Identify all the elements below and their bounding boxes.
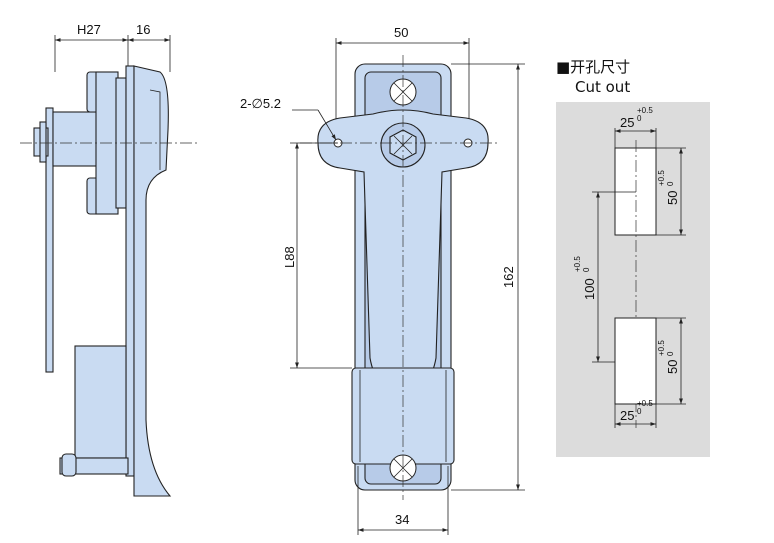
top-height-label: 50 [665, 191, 680, 205]
l88-label: L88 [282, 246, 297, 268]
h27-label: H27 [77, 22, 101, 37]
thickness-label: 16 [136, 22, 150, 37]
top-cutout-opening [614, 147, 657, 236]
bottom-width-label: 34 [395, 512, 409, 527]
lower-lock-body [74, 345, 127, 459]
cutout-section: ■开孔尺寸 Cut out 25 +0.5 0 50 +0.5 0 100 +0… [556, 58, 710, 457]
bottom-bracket [59, 457, 129, 475]
bottom-width-label: 25 [620, 408, 634, 423]
top-height-tol-upper: +0.5 [657, 170, 666, 186]
spacing-tol-upper: +0.5 [573, 256, 582, 272]
hole-leader-arrow [317, 109, 337, 141]
cutout-title-en: Cut out [575, 78, 630, 96]
top-width-tol-lower: 0 [637, 114, 642, 123]
handle-side-profile [133, 65, 172, 497]
bottom-height-tol-upper: +0.5 [657, 340, 666, 356]
bottom-height-label: 50 [665, 360, 680, 374]
top-width-label: 25 [620, 115, 634, 130]
bottom-cutout-opening [614, 317, 657, 405]
bottom-width-tol-lower: 0 [637, 407, 642, 416]
cam-plate [45, 107, 54, 373]
cutout-title-cn: ■开孔尺寸 [556, 58, 630, 76]
top-height-tol-lower: 0 [666, 181, 675, 186]
side-view: H27 16 [20, 22, 200, 497]
front-view: 50 2-∅5.2 L [240, 25, 525, 535]
top-width-tol-upper: +0.5 [637, 106, 653, 115]
handle-inner-edge [149, 89, 161, 170]
width-top-label: 50 [394, 25, 408, 40]
spacing-label: 100 [582, 278, 597, 300]
door-panel [125, 65, 135, 477]
bottom-width-tol-upper: +0.5 [637, 399, 653, 408]
cam-bolt-washer [39, 121, 47, 163]
bottom-screw-head [61, 453, 77, 477]
bottom-height-tol-lower: 0 [666, 351, 675, 356]
shaft-body [52, 111, 99, 167]
hole-dimension-label: 2-∅5.2 [240, 96, 281, 111]
height-label: 162 [501, 266, 516, 288]
spacing-tol-lower: 0 [582, 267, 591, 272]
